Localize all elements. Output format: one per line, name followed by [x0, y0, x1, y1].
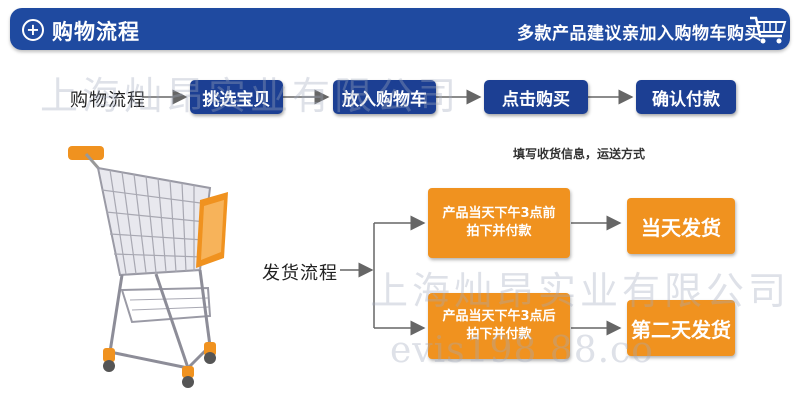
header-title: 购物流程 [52, 20, 140, 44]
condition-before-3pm-line1: 产品当天下午3点前 [442, 206, 556, 221]
shopping-cart-illustration [68, 146, 228, 388]
condition-after-3pm-line1: 产品当天下午3点后 [442, 309, 556, 324]
step-click-buy: 点击购买 [484, 80, 588, 114]
shopping-cart-icon [750, 16, 787, 44]
step-add-to-cart: 放入购物车 [333, 80, 436, 114]
shipping-info-note: 填写收货信息，运送方式 [513, 147, 646, 161]
condition-after-3pm: 产品当天下午3点后 拍下并付款 [428, 293, 570, 359]
result-next-day-shipping: 第二天发货 [627, 300, 735, 356]
plus-circle-icon: + [22, 19, 44, 41]
condition-before-3pm: 产品当天下午3点前 拍下并付款 [428, 188, 570, 258]
shipping-flow-label: 发货流程 [262, 263, 338, 284]
step-select-item: 挑选宝贝 [190, 80, 283, 114]
header-slogan: 多款产品建议亲加入购物车购买 [517, 24, 762, 44]
header-bar: + 购物流程 多款产品建议亲加入购物车购买 [10, 8, 790, 50]
condition-after-3pm-line2: 拍下并付款 [466, 327, 532, 342]
step-confirm-payment: 确认付款 [636, 80, 736, 114]
condition-before-3pm-line2: 拍下并付款 [466, 224, 532, 239]
result-same-day-shipping: 当天发货 [627, 198, 735, 254]
shopping-flow-label: 购物流程 [70, 90, 146, 111]
